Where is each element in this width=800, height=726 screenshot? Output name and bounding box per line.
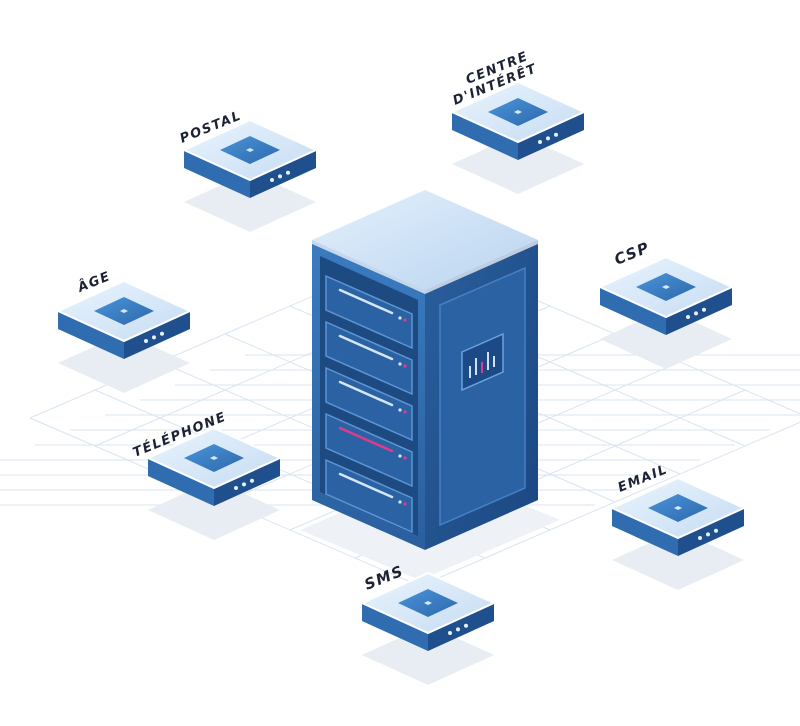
device-led: [554, 132, 558, 137]
server-slot-light: [338, 288, 394, 315]
server-slot-led: [403, 318, 407, 322]
device-nodes: [55, 80, 747, 651]
device-left-side: [452, 112, 518, 160]
device-led: [250, 478, 254, 483]
device-right-side: [214, 458, 280, 506]
device-pad-dot: [662, 285, 670, 289]
device-shadow: [362, 625, 494, 685]
device-shadow: [58, 333, 190, 393]
device-right-side: [124, 311, 190, 359]
device-right-side: [518, 112, 584, 160]
device-led: [714, 528, 718, 533]
server-slot-light: [338, 380, 394, 407]
device-right-side: [428, 603, 494, 651]
device-led: [546, 136, 550, 141]
device-left-side: [184, 150, 250, 198]
device-led: [160, 331, 164, 336]
server-slot-led: [403, 456, 407, 460]
device-led: [448, 631, 452, 635]
shadows: [58, 134, 744, 685]
server-slot: [325, 458, 413, 534]
device-csp: [597, 255, 735, 335]
server-slot: [325, 412, 413, 488]
device-right-side: [678, 508, 744, 556]
server-slots: [325, 274, 413, 534]
server-slot: [325, 366, 413, 442]
server-slot-led: [403, 410, 407, 414]
device-shadow: [148, 480, 280, 540]
device-sms: [359, 571, 497, 651]
server-slot-led: [403, 502, 407, 506]
device-postal: [181, 118, 319, 198]
device-pad-dot: [514, 110, 522, 114]
server-slot-light: [338, 472, 394, 499]
device-right-side: [666, 287, 732, 335]
device-left-side: [612, 508, 678, 556]
device-age: [55, 279, 193, 359]
device-led: [686, 315, 690, 319]
server-slot: [325, 320, 413, 396]
device-led: [706, 532, 710, 537]
device-led: [694, 311, 698, 316]
server-side-panel: [439, 266, 526, 527]
server-status-display: [461, 332, 504, 392]
device-shadow: [184, 172, 316, 232]
server-slot-led: [398, 454, 402, 458]
label-csp: CSP: [612, 238, 653, 268]
device-led: [242, 482, 246, 487]
device-pad-dot: [210, 456, 218, 460]
server-slot-led: [398, 316, 402, 320]
grid-line: [419, 421, 800, 587]
device-led: [464, 623, 468, 628]
device-led: [144, 339, 148, 343]
device-led: [456, 627, 460, 632]
device-left-side: [148, 458, 214, 506]
device-shadow: [452, 134, 584, 194]
device-telephone: [145, 426, 283, 506]
device-led: [698, 536, 702, 540]
device-pad-dot: [246, 148, 254, 152]
device-pad-dot: [424, 601, 432, 605]
device-pad-dot: [674, 506, 682, 510]
device-pad-dot: [120, 309, 128, 313]
device-shadow: [600, 309, 732, 369]
device-led: [538, 140, 542, 144]
server-slot-led: [398, 362, 402, 366]
device-shadow: [612, 530, 744, 590]
server-slot-led: [398, 408, 402, 412]
server-slot-led: [398, 500, 402, 504]
server-slot-light: [338, 334, 394, 361]
device-left-side: [362, 603, 428, 651]
device-led: [286, 170, 290, 175]
device-email: [609, 476, 747, 556]
server-slot: [325, 274, 413, 350]
device-led: [278, 174, 282, 179]
device-right-side: [250, 150, 316, 198]
device-centre-interet: [449, 80, 587, 160]
central-server: [300, 190, 560, 580]
device-led: [702, 307, 706, 312]
device-led: [152, 335, 156, 340]
server-slot-led: [403, 364, 407, 368]
device-left-side: [600, 287, 666, 335]
device-led: [234, 486, 238, 490]
device-led: [270, 178, 274, 182]
server-slot-light: [338, 426, 394, 453]
device-left-side: [58, 311, 124, 359]
